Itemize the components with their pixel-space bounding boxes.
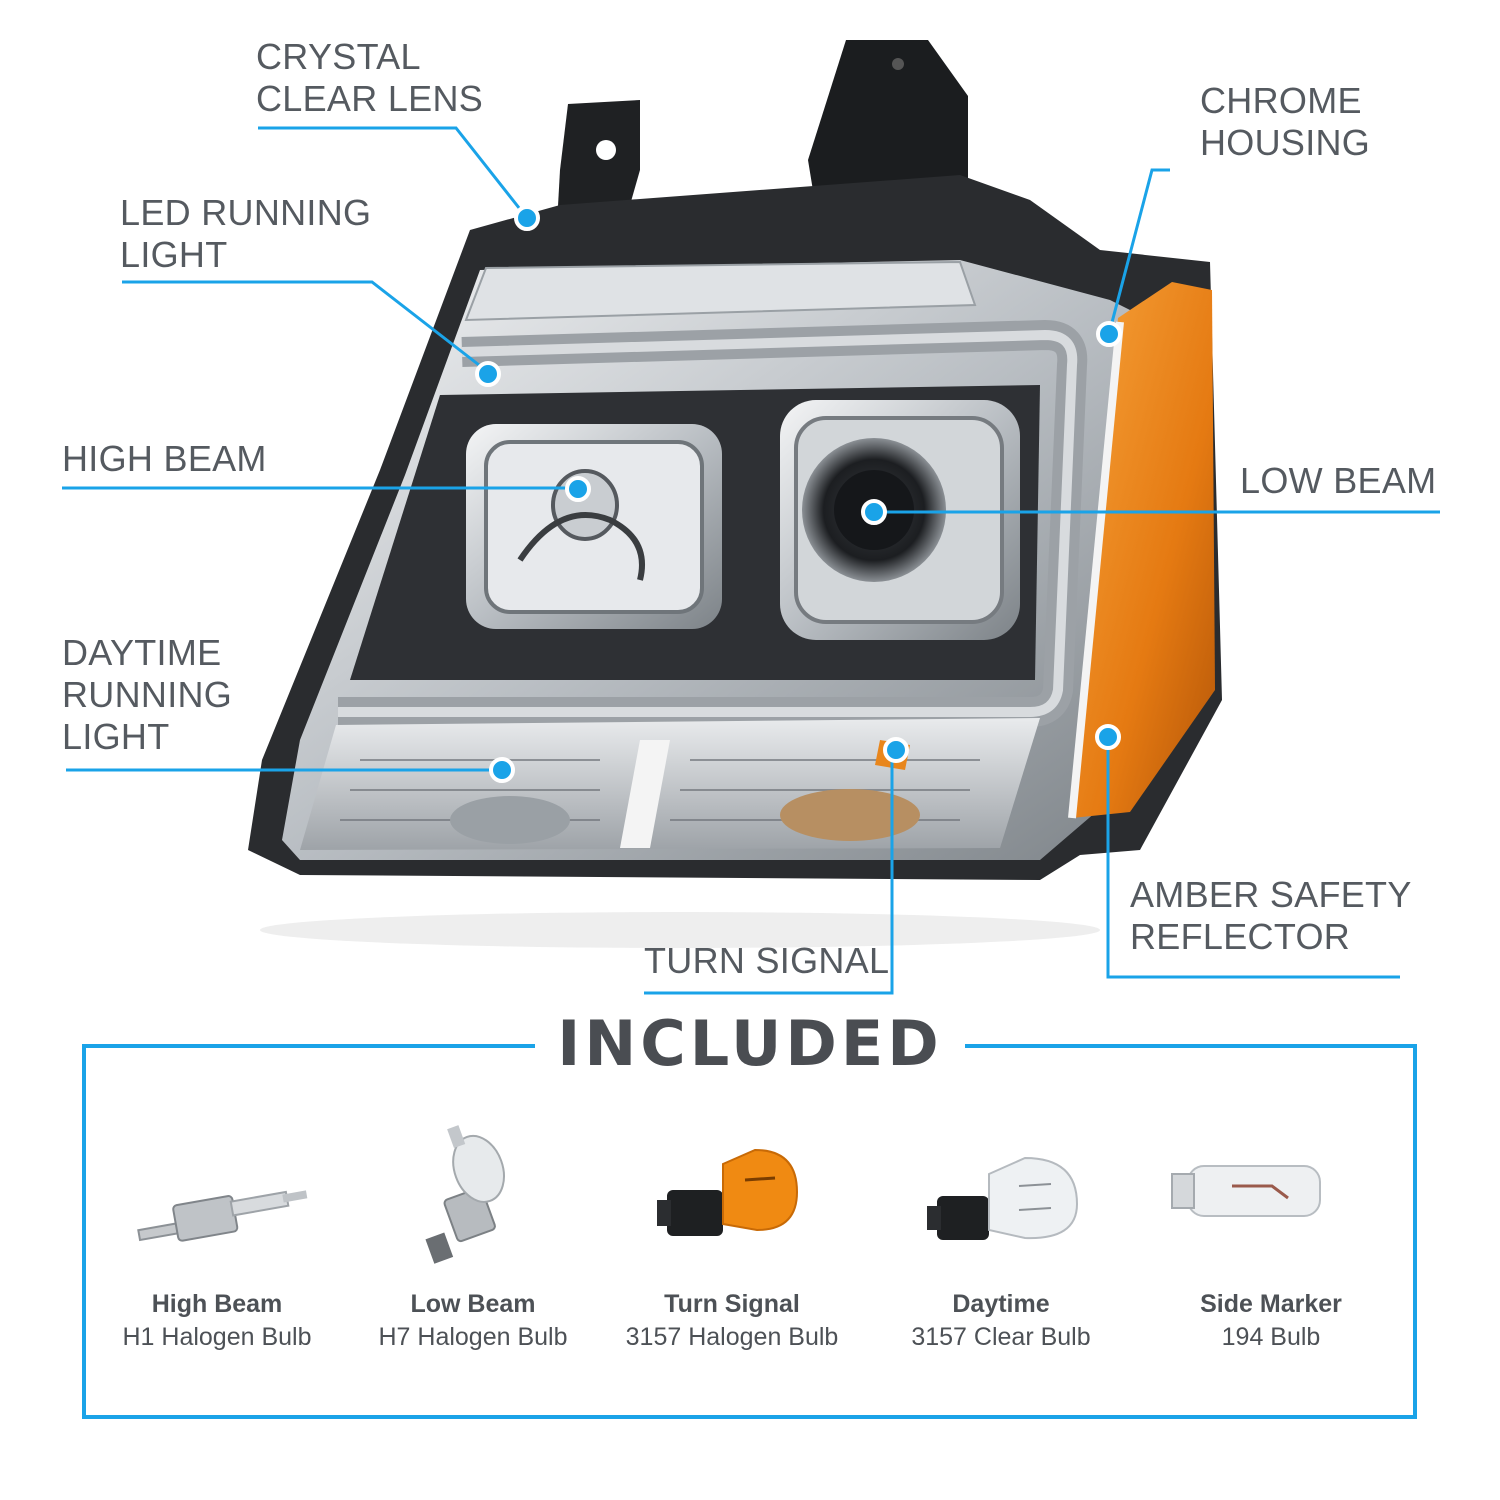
led-running-light-line-1: LED RUNNING	[120, 192, 372, 233]
h7-bulb-icon	[425, 1125, 505, 1264]
amber-safety-reflector-label: AMBER SAFETY REFLECTOR	[1130, 874, 1412, 958]
amber-safety-reflector-dot	[1095, 724, 1121, 750]
high-beam-line-1: HIGH BEAM	[62, 438, 267, 479]
h1-bulb-icon	[137, 1190, 308, 1242]
led-running-light-label: LED RUNNING LIGHT	[120, 192, 371, 276]
crystal-clear-lens-dot	[514, 205, 540, 231]
bulb-caption-low-beam: Low Beam H7 Halogen Bulb	[338, 1288, 608, 1354]
bulb-caption-high-beam: High Beam H1 Halogen Bulb	[82, 1288, 352, 1354]
low-beam-dot	[861, 499, 887, 525]
bulb-name: Daytime	[952, 1290, 1050, 1318]
led-running-light-line-2: LIGHT	[120, 234, 228, 275]
high-beam-dot	[565, 476, 591, 502]
turn-signal-line-1: TURN SIGNAL	[644, 940, 890, 981]
amber-3157-bulb-icon	[657, 1148, 799, 1236]
low-beam-projector	[780, 400, 1020, 640]
daytime-running-light-dot	[489, 757, 515, 783]
daytime-running-light-line-2: RUNNING	[62, 674, 233, 715]
chrome-housing-line-2: HOUSING	[1200, 122, 1371, 163]
bulb-spec: 3157 Clear Bulb	[911, 1323, 1091, 1351]
turn-signal-dot	[883, 737, 909, 763]
turn-signal-label: TURN SIGNAL	[644, 940, 889, 982]
led-running-light-dot	[475, 361, 501, 387]
crystal-clear-lens-line-2: CLEAR LENS	[256, 78, 484, 119]
low-beam-label: LOW BEAM	[1240, 460, 1436, 502]
daytime-running-light-line-1: DAYTIME	[62, 632, 222, 673]
bulb-name: High Beam	[151, 1290, 283, 1318]
included-title-text: INCLUDED	[535, 1007, 965, 1080]
high-beam-label: HIGH BEAM	[62, 438, 267, 480]
amber-safety-reflector-line-2: REFLECTOR	[1130, 916, 1351, 957]
bulb-name: Side Marker	[1200, 1290, 1342, 1318]
bulb-name: Turn Signal	[664, 1290, 800, 1318]
callout-dots	[475, 205, 1122, 783]
bulb-spec: H1 Halogen Bulb	[122, 1323, 312, 1351]
amber-safety-reflector-line-1: AMBER SAFETY	[1130, 874, 1412, 915]
crystal-clear-lens-line-1: CRYSTAL	[256, 36, 421, 77]
high-beam-reflector	[466, 424, 722, 629]
included-box-border	[82, 1044, 1417, 1419]
bulb-spec: 3157 Halogen Bulb	[625, 1323, 839, 1351]
daytime-running-light-label: DAYTIME RUNNING LIGHT	[62, 632, 232, 758]
lower-reflector	[300, 718, 1040, 850]
daytime-running-light-line-3: LIGHT	[62, 716, 170, 757]
chrome-housing-line-1: CHROME	[1200, 80, 1362, 121]
included-heading: INCLUDED	[0, 1007, 1500, 1080]
amber-reflector	[1072, 282, 1215, 818]
bulb-name: Low Beam	[410, 1290, 536, 1318]
chrome-housing-dot	[1096, 321, 1122, 347]
chrome-housing-label: CHROME HOUSING	[1200, 80, 1370, 164]
bulb-spec: H7 Halogen Bulb	[378, 1323, 568, 1351]
clear-3157-bulb-icon	[927, 1156, 1079, 1240]
194-bulb-icon	[1171, 1165, 1321, 1217]
callout-leader-lines	[62, 126, 1440, 995]
low-beam-line-1: LOW BEAM	[1240, 460, 1437, 501]
bulb-caption-side-marker: Side Marker 194 Bulb	[1136, 1288, 1406, 1354]
bulb-caption-turn-signal: Turn Signal 3157 Halogen Bulb	[597, 1288, 867, 1354]
bulb-caption-daytime: Daytime 3157 Clear Bulb	[866, 1288, 1136, 1354]
crystal-clear-lens-label: CRYSTAL CLEAR LENS	[256, 36, 483, 120]
bulb-spec: 194 Bulb	[1221, 1323, 1321, 1351]
